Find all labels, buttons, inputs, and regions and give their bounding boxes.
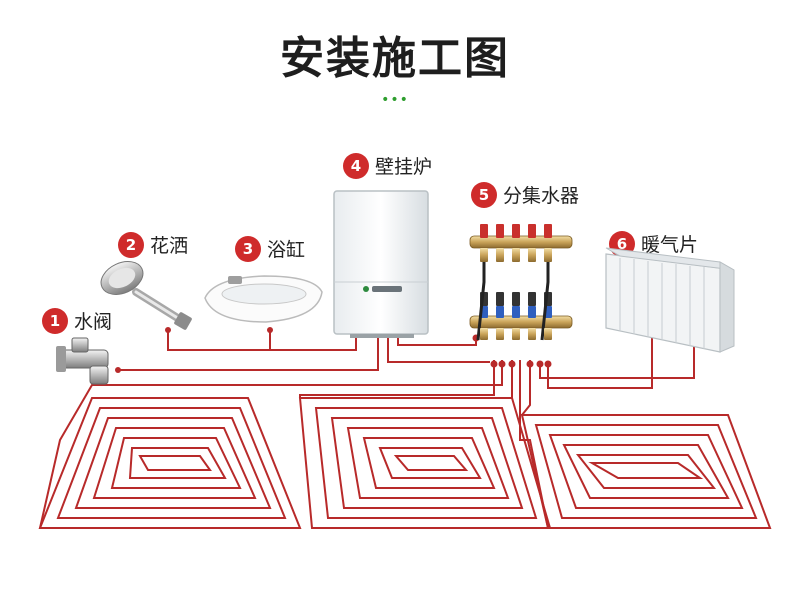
badge-4: 4 <box>343 152 369 179</box>
label-shower: 2 花洒 <box>118 231 188 258</box>
heating-loop-left <box>38 397 302 529</box>
radiator-icon <box>605 247 735 353</box>
label-boiler: 4 壁挂炉 <box>343 152 432 179</box>
label-text-valve: 水阀 <box>74 311 113 333</box>
label-text-boiler: 壁挂炉 <box>375 156 433 178</box>
valve-icon <box>56 337 109 385</box>
manifold-icon <box>469 224 573 341</box>
badge-3: 3 <box>235 235 261 262</box>
wall-boiler-icon <box>333 190 429 338</box>
badge-1: 1 <box>42 307 68 334</box>
title-dots: ••• <box>381 92 409 108</box>
badge-2: 2 <box>118 231 144 258</box>
heating-loop-right <box>520 414 772 529</box>
bathtub-icon <box>204 275 323 323</box>
label-bathtub: 3 浴缸 <box>235 235 305 262</box>
label-text-bathtub: 浴缸 <box>267 239 306 261</box>
page-title: 安装施工图 <box>280 33 510 84</box>
label-text-manifold: 分集水器 <box>503 185 580 207</box>
label-text-radiator: 暖气片 <box>641 234 699 256</box>
heating-loop-middle <box>298 397 552 529</box>
floor-heating-loops <box>38 360 772 529</box>
label-manifold: 5 分集水器 <box>471 181 579 208</box>
badge-5: 5 <box>471 181 497 208</box>
supply-pipes <box>118 330 695 389</box>
label-text-shower: 花洒 <box>150 235 189 257</box>
shower-head-icon <box>100 261 192 330</box>
label-valve: 1 水阀 <box>42 307 112 334</box>
